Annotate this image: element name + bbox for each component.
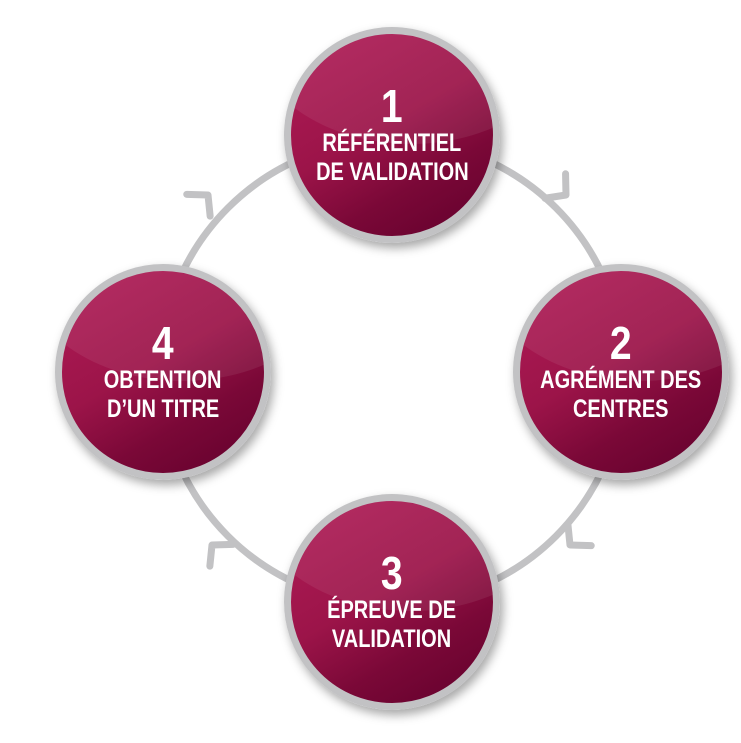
- step-4-circle: 4 OBTENTION D’UN TITRE: [55, 264, 271, 480]
- step-2-circle: 2 AGRÉMENT DES CENTRES: [513, 264, 729, 480]
- step-label-line1: RÉFÉRENTIEL: [322, 129, 462, 157]
- step-label-line2: CENTRES: [573, 395, 669, 423]
- arrow-4-to-1-icon: [183, 190, 214, 220]
- step-label-line2: DE VALIDATION: [315, 158, 469, 186]
- step-label-line1: ÉPREUVE DE: [327, 596, 457, 624]
- arrow-3-to-4-icon: [206, 540, 237, 570]
- step-label-line2: VALIDATION: [332, 625, 452, 653]
- step-number: 1: [381, 80, 403, 132]
- step-number: 3: [381, 547, 403, 599]
- arrow-1-to-2-icon: [541, 170, 570, 202]
- step-number: 2: [610, 317, 632, 369]
- step-label-line2: D’UN TITRE: [106, 395, 220, 423]
- arrow-2-to-3-icon: [564, 520, 595, 550]
- step-1-circle: 1 RÉFÉRENTIEL DE VALIDATION: [284, 27, 500, 243]
- step-3-circle: 3 ÉPREUVE DE VALIDATION: [284, 494, 500, 710]
- step-label-line1: AGRÉMENT DES: [540, 366, 702, 394]
- step-number: 4: [152, 317, 174, 369]
- step-label-line1: OBTENTION: [104, 366, 222, 394]
